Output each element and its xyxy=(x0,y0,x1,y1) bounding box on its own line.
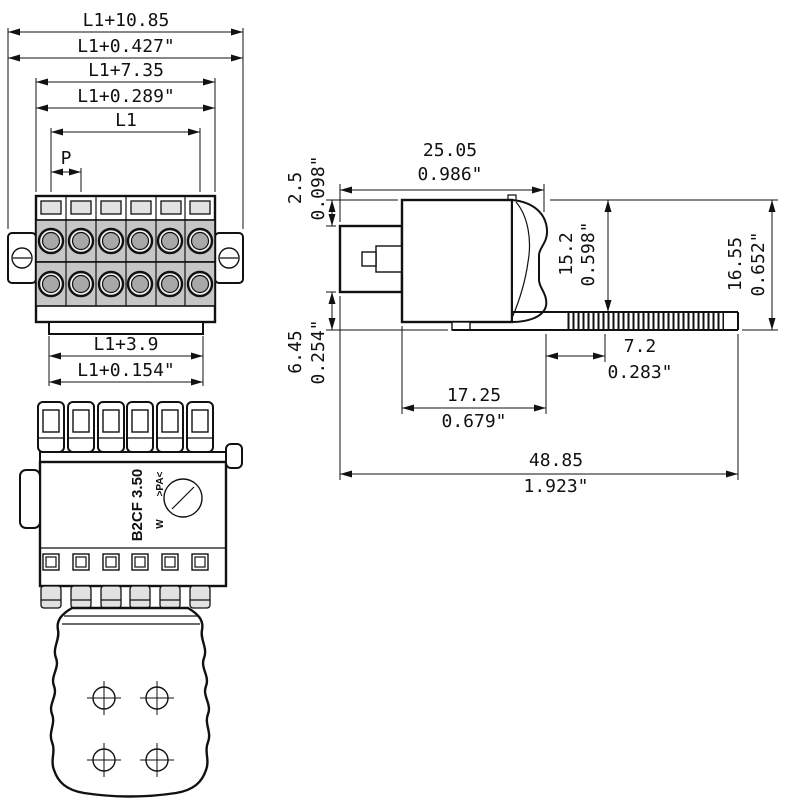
dim-front-l1: L1 xyxy=(115,110,137,131)
bottom-view: B2CF 3.50 >PA< W xyxy=(19,401,243,798)
dim-side-bottom-offset-in: 0.254" xyxy=(308,319,329,384)
dim-front-base-mm: L1+3.9 xyxy=(93,334,158,355)
front-base-plate xyxy=(48,321,204,335)
side-contact-pin xyxy=(361,251,377,267)
dim-side-body-depth-mm: 17.25 xyxy=(447,385,501,406)
dim-side-bottom-offset-mm: 6.45 xyxy=(285,330,306,373)
terminal-towers xyxy=(37,401,214,453)
dim-side-flange-in: 0.283" xyxy=(607,362,672,383)
dim-side-overall-mm: 48.85 xyxy=(529,450,583,471)
cable-tie-holes xyxy=(87,681,174,777)
bottom-part: B2CF 3.50 >PA< W xyxy=(19,401,243,798)
bottom-flange-left xyxy=(19,469,41,529)
terminal-openings-row1 xyxy=(37,227,214,255)
side-latch-contour xyxy=(511,201,531,319)
dim-side-top-offset-in: 0.098" xyxy=(308,155,329,220)
side-contact-window xyxy=(375,245,403,273)
strain-relief-handle xyxy=(49,606,211,798)
side-part xyxy=(338,194,739,331)
side-foot xyxy=(451,321,471,331)
terminal-openings-row2 xyxy=(37,270,214,298)
side-view: 25.05 0.986" 2.5 0.098" 6.45 0.254" 15.2… xyxy=(285,140,778,497)
side-body xyxy=(400,198,514,324)
side-latch-lever xyxy=(511,198,549,324)
strip-serrations xyxy=(566,312,724,330)
material-mark-label: >PA< xyxy=(155,471,166,496)
front-terminal-rows xyxy=(35,219,216,307)
wire-entry-tabs xyxy=(40,585,211,609)
dim-side-top-offset-mm: 2.5 xyxy=(285,172,306,205)
clamp-windows xyxy=(42,553,209,571)
front-view: L1+10.85 L1+0.427" L1+7.35 L1+0.289" L1 … xyxy=(7,10,244,386)
dim-side-body-depth-in: 0.679" xyxy=(441,411,506,432)
front-part xyxy=(7,194,244,335)
front-dimensions: L1+10.85 L1+0.427" L1+7.35 L1+0.289" L1 … xyxy=(7,10,244,386)
dim-front-body-mm: L1+7.35 xyxy=(88,60,164,81)
dim-side-depth-mm: 25.05 xyxy=(423,140,477,161)
dim-front-pitch: P xyxy=(61,148,72,169)
dim-front-overall-in: L1+0.427" xyxy=(77,36,175,57)
dim-front-overall-mm: L1+10.85 xyxy=(83,10,170,31)
dim-side-height-mm: 15.2 xyxy=(556,232,577,275)
side-body-step xyxy=(507,194,517,200)
logo-mark: W xyxy=(155,519,166,529)
dim-side-total-height-mm: 16.55 xyxy=(725,237,746,291)
dim-front-body-in: L1+0.289" xyxy=(77,86,175,107)
dim-side-height-in: 0.598" xyxy=(578,221,599,286)
part-number-label: B2CF 3.50 xyxy=(129,469,146,542)
dim-side-flange-mm: 7.2 xyxy=(624,336,657,357)
dim-side-total-height-in: 0.652" xyxy=(748,231,769,296)
bottom-screw-slot xyxy=(171,486,195,510)
bottom-cylinder-right xyxy=(225,443,243,469)
side-dimensions: 25.05 0.986" 2.5 0.098" 6.45 0.254" 15.2… xyxy=(285,140,778,497)
dim-side-overall-in: 1.923" xyxy=(523,476,588,497)
dim-side-depth-in: 0.986" xyxy=(417,164,482,185)
bottom-collar xyxy=(39,451,227,463)
dim-front-base-in: L1+0.154" xyxy=(77,360,175,381)
